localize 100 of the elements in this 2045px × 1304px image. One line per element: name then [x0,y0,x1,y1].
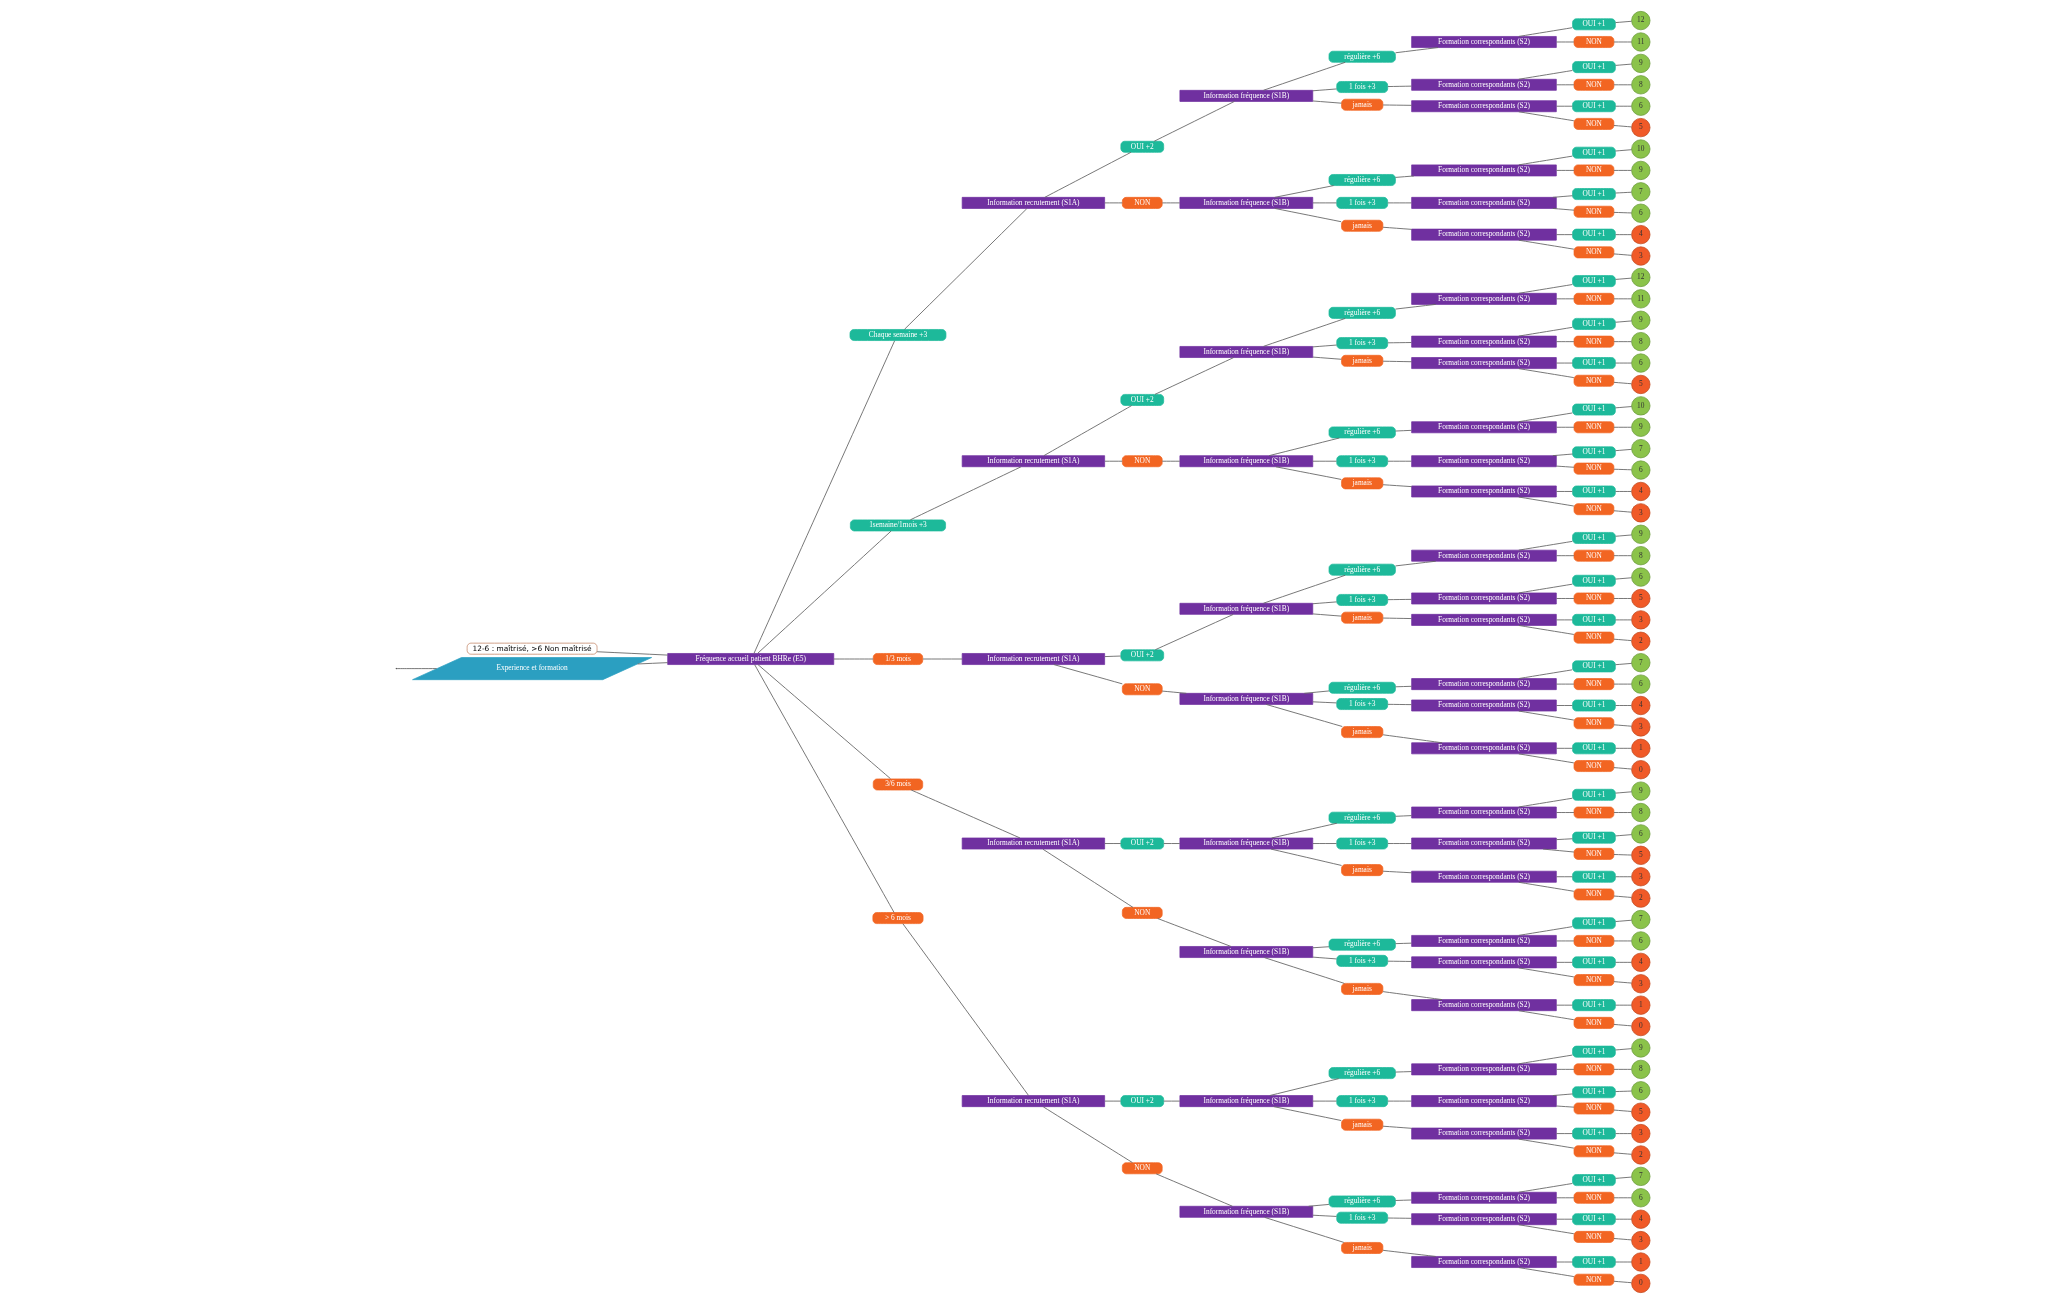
connector [1386,1100,1412,1102]
node-circle: 9 [1630,781,1650,801]
node-circle: 6 [1630,1188,1650,1208]
connector [1551,1093,1573,1096]
connector [1613,381,1632,385]
node-box: OUI +2 [1120,649,1164,662]
connector [1555,1133,1573,1135]
node-circle: 9 [1630,524,1650,544]
connector [1517,753,1574,764]
node-box: Formation correspondants (S2) [1410,1063,1557,1076]
node-circle: 3 [1630,717,1650,737]
connector [1517,1267,1574,1277]
connector [1394,815,1412,817]
connector [1613,854,1632,856]
node-circle: 4 [1630,481,1650,502]
node-box: NON [1573,678,1614,690]
connector [1382,734,1442,744]
node-box: Formation correspondants (S2) [1410,78,1557,91]
node-box: OUI +1 [1571,18,1616,31]
node-circle: 6 [1630,460,1650,480]
connector [596,651,668,656]
connector [1386,843,1412,844]
connector [1614,1090,1632,1092]
connector [1555,234,1573,236]
connector [1613,468,1632,471]
node-box: Information fréquence (S1B) [1179,346,1313,358]
node-box: régulière +6 [1328,426,1396,439]
connector [1517,326,1573,337]
node-box: Formation correspondants (S2) [1410,742,1557,755]
node-box: NON [1573,164,1614,177]
connector [753,340,895,654]
node-circle: 6 [1630,96,1650,116]
node-circle: 3 [1630,246,1650,266]
node-circle: 7 [1630,182,1650,202]
connector [1270,848,1342,866]
node-box: OUI +1 [1571,188,1616,200]
connector [1273,185,1334,198]
node-circle: 0 [1630,760,1650,780]
connector [1614,105,1632,107]
node-circle: 7 [1630,653,1650,673]
node-circle: 2 [1630,888,1650,908]
node-box: 1 fois +3 [1335,455,1388,468]
node-box: NON [1573,335,1614,348]
node-circle: 7 [1630,909,1650,930]
node-box: Formation correspondants (S2) [1410,592,1557,605]
connector [1303,690,1329,694]
node-box: NON [1573,935,1614,947]
connector [1517,496,1574,507]
node-box: Information fréquence (S1B) [1179,692,1313,705]
node-box: Formation correspondants (S2) [1410,614,1557,626]
node-circle: 3 [1630,867,1650,887]
connector [1555,838,1573,841]
node-box: OUI +1 [1571,532,1616,544]
node-circle: 10 [1630,139,1650,159]
connector [1614,448,1632,452]
node-box: NON [1573,1231,1614,1243]
node-circle: 11 [1630,289,1650,309]
connector [1613,940,1632,942]
node-box: NON [1573,1063,1614,1076]
node-box: OUI +1 [1571,275,1616,288]
node-box: OUI +1 [1571,228,1616,241]
node-box: 1 fois +3 [1335,594,1388,606]
connector [1517,284,1573,294]
connector [1613,555,1632,557]
node-box: 3/6 mois [872,778,923,791]
connector [1517,1054,1573,1065]
node-box: NON [1573,717,1614,730]
connector [1613,1109,1632,1112]
node-box: OUI +1 [1571,100,1616,113]
node-circle: 3 [1630,1124,1650,1144]
connector [1555,1004,1573,1006]
connector [1614,149,1632,152]
connector [1382,870,1412,874]
node-box: 1semaine/1mois +3 [849,519,946,532]
connector [1262,318,1346,347]
connector [756,530,892,654]
node-box: NON [1573,205,1614,218]
node-circle: 3 [1630,974,1650,994]
node-circle: 8 [1630,546,1650,566]
connector [1312,1100,1337,1102]
node-box: Formation correspondants (S2) [1410,1095,1557,1107]
node-box: Information recrutement (S1A) [961,197,1105,209]
node-box: Formation correspondants (S2) [1410,1191,1557,1204]
connector [1268,1078,1339,1096]
connector [1555,169,1574,171]
node-box: Chaque semaine +3 [849,329,946,341]
node-box: Information fréquence (S1B) [1179,1095,1313,1107]
connector [1614,406,1632,409]
connector [1517,1183,1573,1193]
node-box: OUI +1 [1571,403,1616,416]
node-box: Information recrutement (S1A) [961,455,1105,468]
connector [1265,703,1343,727]
connector [1555,1218,1573,1220]
connector [1517,412,1573,423]
node-circle: 6 [1630,567,1650,587]
node-box: NON [1573,374,1614,387]
connector [1614,834,1632,837]
node-circle: 12 [1630,267,1650,288]
node-box: Formation correspondants (S2) [1410,549,1557,562]
connector [1386,85,1412,87]
